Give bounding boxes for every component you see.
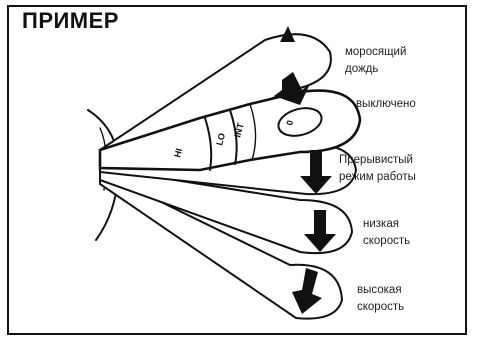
label-line: высокая: [357, 282, 457, 299]
label-line: низкая: [363, 216, 463, 233]
label-low-speed: низкая скорость: [363, 216, 463, 250]
label-line: моросящий: [345, 44, 435, 61]
label-line: скорость: [357, 299, 457, 316]
label-line: выключено: [356, 96, 446, 113]
label-off: выключено: [356, 96, 446, 113]
label-drizzle: моросящий дождь: [345, 44, 435, 78]
label-line: режим работы: [339, 169, 469, 186]
label-line: дождь: [345, 61, 435, 78]
label-intermittent: Прерывистый режим работы: [339, 152, 469, 186]
label-line: скорость: [363, 233, 463, 250]
label-line: Прерывистый: [339, 152, 469, 169]
label-high-speed: высокая скорость: [357, 282, 457, 316]
